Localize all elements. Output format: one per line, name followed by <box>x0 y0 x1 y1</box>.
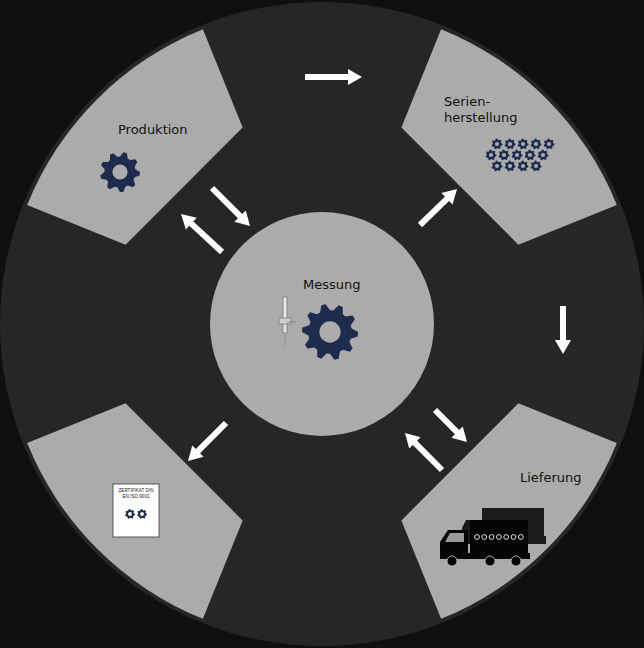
arrow-shaft <box>560 306 566 341</box>
text-holder: Serien- herstellung <box>444 94 517 125</box>
truck-wheel <box>447 556 457 566</box>
small-gear <box>518 161 529 172</box>
measuring-probe <box>279 297 296 346</box>
node-label: Serien- herstellung <box>444 94 517 125</box>
cargo-gear <box>489 535 494 540</box>
small-gear <box>531 139 542 150</box>
arrow-shaft <box>212 188 241 217</box>
flow-arrow <box>305 69 362 85</box>
cargo-gears <box>475 535 524 540</box>
arrow-head <box>555 340 571 354</box>
node-label: Lieferung <box>520 470 582 486</box>
arrow-shaft <box>420 198 448 225</box>
circle-fill <box>210 212 434 436</box>
front-truck <box>440 520 530 566</box>
ring-sector: Serien- herstellung <box>400 28 618 246</box>
small-gear <box>531 161 542 172</box>
truck-trailer <box>470 520 528 553</box>
small-gear <box>525 150 536 161</box>
truck-window <box>445 533 464 542</box>
small-gear <box>499 150 510 161</box>
gear-cluster <box>486 139 555 172</box>
sector-fill <box>27 29 242 244</box>
sector-fill <box>401 29 616 244</box>
cargo-gear <box>511 535 516 540</box>
text-holder: Lieferung <box>520 470 582 486</box>
small-gear <box>486 150 497 161</box>
small-gear <box>544 139 555 150</box>
truck-wheel <box>485 556 495 566</box>
text-holder: Produktion <box>118 122 188 138</box>
probe-body <box>283 297 287 333</box>
small-gear <box>492 161 503 172</box>
cargo-gear <box>482 535 487 540</box>
flow-arrow <box>181 188 250 252</box>
arrow-shaft <box>191 223 222 252</box>
gear-icon <box>137 509 147 519</box>
probe-clamp <box>279 318 291 324</box>
flow-arrow <box>555 306 571 354</box>
cargo-gear <box>518 535 523 540</box>
gear-icon <box>302 304 358 359</box>
arrow-shaft <box>435 410 458 433</box>
small-gear <box>538 150 549 161</box>
cargo-gear <box>504 535 509 540</box>
arrow-head <box>441 189 457 204</box>
ring-sector: Produktion <box>26 28 244 246</box>
arrow-head <box>181 214 197 229</box>
node-label: Messung <box>303 277 361 293</box>
truck-icons <box>440 508 546 566</box>
arrow-shaft <box>414 442 442 470</box>
cargo-gear <box>497 535 502 540</box>
sector-fill <box>401 403 616 618</box>
truck-cab <box>440 530 468 556</box>
arrow-head <box>451 426 467 442</box>
small-gear <box>505 139 516 150</box>
flow-arrow <box>188 423 226 461</box>
sector-fill <box>27 403 242 618</box>
certificate-icon <box>113 484 159 537</box>
text-holder: ZERTIFIKAT DIN EN ISO 9001 <box>116 488 156 499</box>
node-label: Produktion <box>118 122 188 138</box>
small-gear <box>492 139 503 150</box>
small-gear <box>518 139 529 150</box>
probe-arm <box>287 322 296 323</box>
arrow-shaft <box>305 74 349 80</box>
truck-wheel <box>511 556 521 566</box>
gear-icon <box>125 509 135 519</box>
arrow-head <box>348 69 362 85</box>
gear-icon <box>100 152 140 192</box>
arrow-shaft <box>197 423 226 452</box>
probe-tip <box>284 333 286 346</box>
flow-arrow <box>405 410 467 470</box>
flow-arrow <box>420 189 457 225</box>
small-gear <box>505 161 516 172</box>
arrow-head <box>188 445 204 461</box>
node-outline <box>400 28 618 246</box>
text-holder: Messung <box>303 277 361 293</box>
small-gear <box>512 150 523 161</box>
arrow-head <box>405 433 421 449</box>
certificate-text: ZERTIFIKAT DIN EN ISO 9001 <box>116 488 156 499</box>
cargo-gear <box>475 535 480 540</box>
arrow-head <box>234 210 250 226</box>
certificate-paper <box>113 484 159 537</box>
